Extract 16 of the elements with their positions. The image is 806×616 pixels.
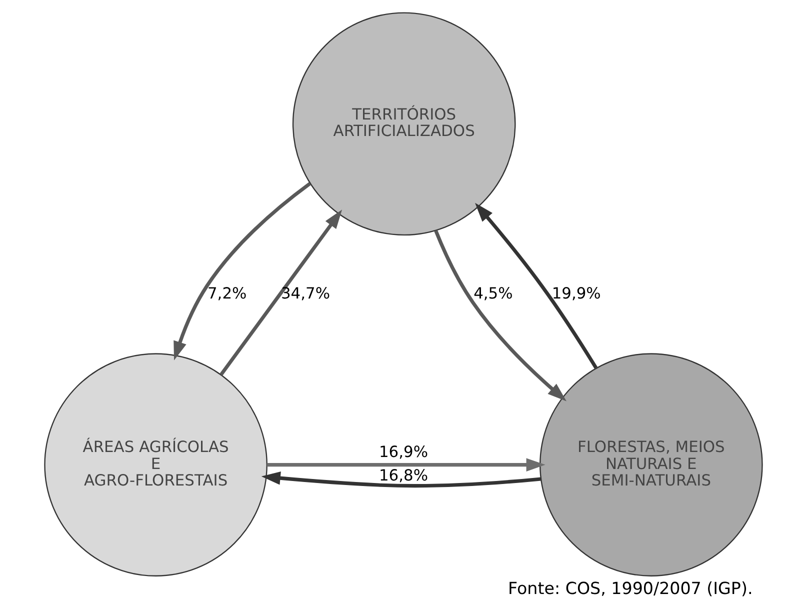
node-circle: TERRITÓRIOS ARTIFICIALIZADOS: [292, 12, 516, 236]
edge-label: 19,9%: [551, 284, 600, 302]
edge-label: 34,7%: [280, 284, 330, 302]
arrow: [173, 182, 311, 360]
node-circle: ÁREAS AGRÍCOLAS E AGRO-FLORESTAIS: [44, 353, 267, 576]
edge-label: 4,5%: [473, 284, 512, 302]
arrow: [219, 210, 342, 376]
node-circle: FLORESTAS, MEIOS NATURAIS E SEMI-NATURAIS: [539, 353, 762, 576]
arrow: [474, 202, 598, 369]
edge-label: 16,9%: [378, 442, 428, 461]
edge-label: 7,2%: [206, 284, 246, 302]
caption: Fonte: COS, 1990/2007 (IGP).: [508, 578, 752, 598]
arrow: [434, 230, 566, 402]
edge-label: 16,8%: [378, 466, 428, 485]
arrow: [260, 471, 540, 488]
arrow: [266, 458, 545, 472]
